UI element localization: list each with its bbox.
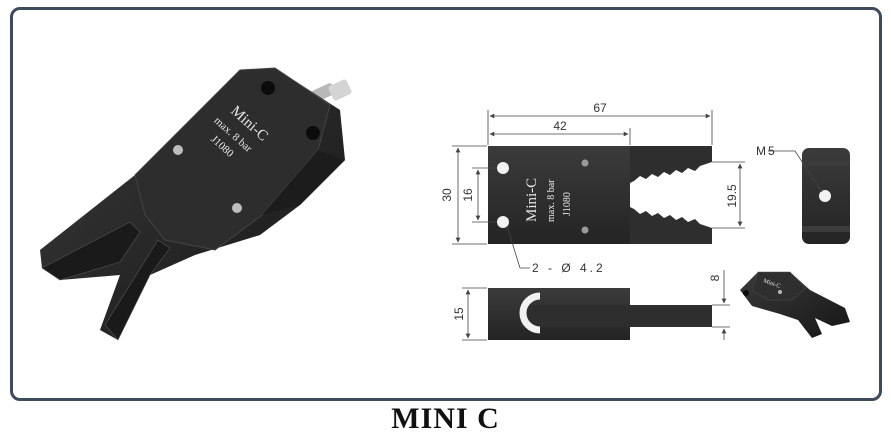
top-view-pin-1 [581,159,589,167]
top-view-hole-2 [497,216,509,228]
dim-port-thread: M5 [756,144,777,158]
figure-caption: MINI C [391,402,500,435]
jaw-teeth-photo [41,221,171,341]
dim-overall-length-value: 67 [593,101,607,115]
dim-port-leader [768,150,823,193]
dim-jaw-opening [712,161,745,229]
mount-hole-2 [306,126,320,140]
top-view-body [488,146,630,244]
top-view-pressure-text: max. 8 bar [546,179,557,222]
front-view-jaw [520,305,712,327]
dim-thickness [462,287,487,341]
front-view-slot [519,292,541,334]
top-view-upper-jaw [630,146,712,183]
end-view [802,148,850,244]
dim-jaw-thickness [712,270,730,340]
dim-body-length [489,128,631,145]
front-view [488,288,712,340]
top-view-lower-jaw [630,207,712,244]
iso-model-text: Mini-C [762,278,781,290]
dim-jaw-opening-value: 19.5 [725,184,739,208]
top-view-code-text: J1080 [562,192,573,216]
top-view-hole-1 [497,162,509,174]
dim-height-outer-value: 30 [440,188,454,202]
dim-height-inner [472,167,497,223]
dim-height-outer [452,145,487,245]
dim-height-inner-value: 16 [461,188,475,202]
pin-1 [173,145,183,155]
dim-jaw-thickness-value: 8 [708,274,722,281]
dim-body-length-value: 42 [553,119,567,133]
gripper-photo: Mini-C max. 8 bar J1080 [40,67,352,341]
mount-hole-1 [261,81,275,95]
dim-hole-note: 2 - Ø 4.2 [532,261,606,275]
top-view-pin-2 [581,226,589,234]
dim-hole-leader [506,225,530,269]
end-view-port [819,190,831,202]
top-view-model-text: Mini-C [524,178,540,222]
pin-2 [232,203,242,213]
small-iso-view: Mini-C [740,271,850,338]
dim-overall-length [487,110,713,145]
top-view: Mini-C max. 8 bar J1080 [488,146,712,244]
dim-thickness-value: 15 [452,307,466,321]
